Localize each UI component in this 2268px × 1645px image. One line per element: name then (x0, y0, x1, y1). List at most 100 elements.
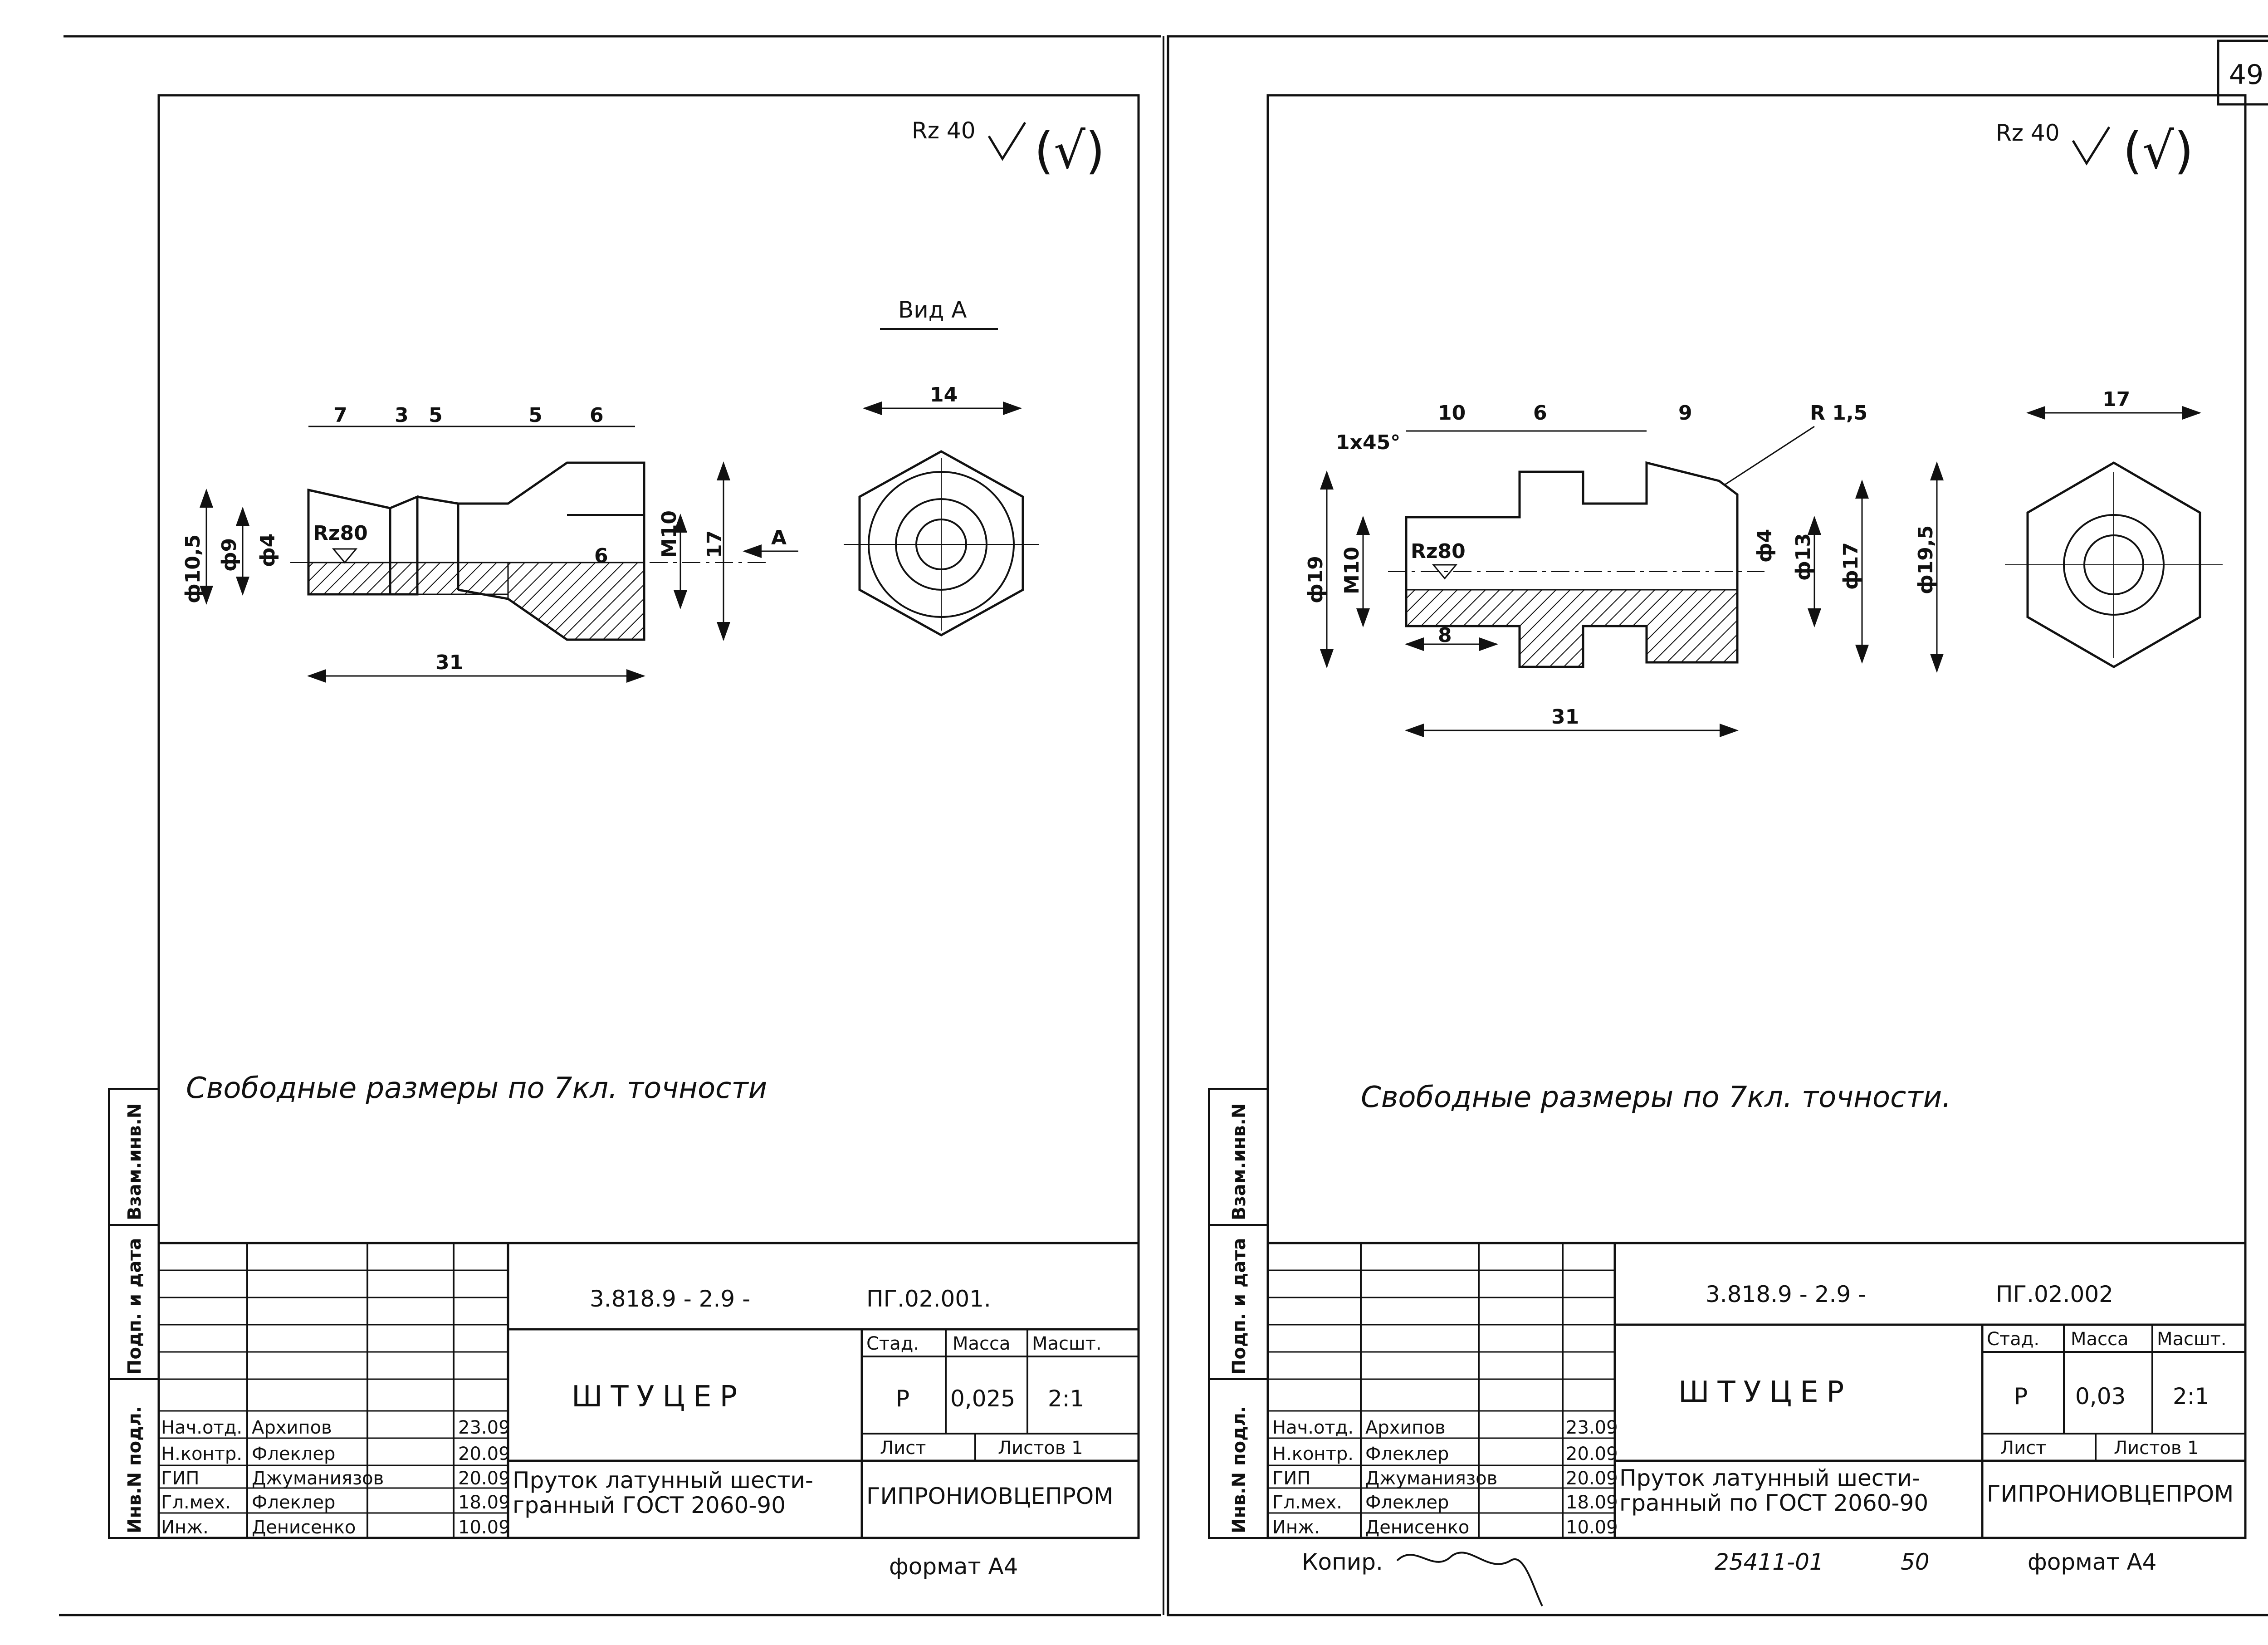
svg-text:Флеклер: Флеклер (252, 1492, 335, 1513)
svg-text:ф9: ф9 (218, 538, 241, 572)
svg-text:8: 8 (1438, 624, 1452, 647)
svg-text:6: 6 (1533, 401, 1547, 425)
svg-text:Подп. и дата: Подп. и дата (1229, 1238, 1250, 1375)
svg-text:20.09: 20.09 (458, 1468, 510, 1489)
svg-text:гранный ГОСТ 2060-90: гранный ГОСТ 2060-90 (513, 1492, 786, 1518)
svg-text:20.09: 20.09 (1566, 1444, 1618, 1464)
svg-text:формат А4: формат А4 (2028, 1549, 2156, 1575)
right-sheet: Инв.N подл. Подп. и дата Взам.инв.N Rz 4… (1208, 94, 2247, 1606)
svg-text:Нач.отд.: Нач.отд. (1272, 1417, 1354, 1438)
svg-text:20.09: 20.09 (458, 1444, 510, 1464)
svg-text:ГИП: ГИП (161, 1468, 199, 1489)
svg-text:2:1: 2:1 (2173, 1383, 2209, 1410)
svg-text:Денисенко: Денисенко (1365, 1517, 1469, 1538)
svg-text:Флеклер: Флеклер (1365, 1444, 1449, 1464)
svg-text:ПГ.02.002: ПГ.02.002 (1996, 1281, 2113, 1307)
view-a-label: Вид А (898, 297, 967, 323)
svg-text:ГИП: ГИП (1272, 1468, 1310, 1489)
svg-text:Масса: Масса (953, 1333, 1011, 1354)
svg-text:M10: M10 (658, 510, 681, 558)
svg-text:Масшт.: Масшт. (1032, 1333, 1102, 1354)
svg-text:ф19,5: ф19,5 (1914, 525, 1937, 594)
svg-text:ПГ.02.001.: ПГ.02.001. (866, 1286, 991, 1312)
svg-text:ГИПРОНИОВЦЕПРОМ: ГИПРОНИОВЦЕПРОМ (866, 1483, 1113, 1509)
svg-text:31: 31 (435, 651, 463, 674)
svg-text:20.09: 20.09 (1566, 1468, 1618, 1489)
left-side-strip: Инв.N подл. Подп. и дата Взам.инв.N (108, 1088, 160, 1539)
side-label-inv: Инв.N подл. (124, 1406, 145, 1533)
right-side-strip: Инв.N подл. Подп. и дата Взам.инв.N (1208, 1088, 1269, 1539)
svg-text:ф19: ф19 (1304, 556, 1327, 603)
svg-text:Листов 1: Листов 1 (998, 1438, 1083, 1459)
side-label-sign: Подп. и дата (124, 1238, 145, 1375)
left-section-hatch (308, 562, 509, 595)
svg-text:Н.контр.: Н.контр. (161, 1444, 242, 1464)
svg-text:Rz80: Rz80 (1411, 540, 1466, 563)
svg-text:18.09: 18.09 (1566, 1492, 1618, 1513)
svg-text:Инв.N подл.: Инв.N подл. (1229, 1406, 1250, 1533)
svg-text:23.09: 23.09 (458, 1417, 510, 1438)
svg-text:Инж.: Инж. (161, 1517, 209, 1538)
svg-text:Р: Р (896, 1386, 909, 1412)
svg-text:Стад.: Стад. (866, 1333, 919, 1354)
svg-text:3.818.9 - 2.9 -: 3.818.9 - 2.9 - (1706, 1281, 1866, 1307)
svg-text:Джуманиязов: Джуманиязов (1365, 1468, 1497, 1489)
svg-text:9: 9 (1678, 401, 1692, 425)
svg-text:Денисенко: Денисенко (252, 1517, 356, 1538)
svg-text:Лист: Лист (2000, 1438, 2046, 1459)
copied-label: Копир. (1302, 1549, 1383, 1575)
side-label-replace: Взам.инв.N (124, 1103, 145, 1220)
left-sheet: Инв.N подл. Подп. и дата Взам.инв.N Rz 4… (108, 94, 1140, 1580)
svg-text:Стад.: Стад. (1987, 1329, 2039, 1350)
left-title-block: 3.818.9 - 2.9 - ПГ.02.001. ШТУЦЕР Стад. … (159, 1242, 1139, 1580)
svg-text:(√): (√) (2123, 122, 2194, 180)
svg-text:0,03: 0,03 (2075, 1383, 2126, 1410)
svg-text:Флеклер: Флеклер (1365, 1492, 1449, 1513)
right-hex-view: 17 (2005, 388, 2223, 668)
svg-text:2:1: 2:1 (1048, 1386, 1084, 1412)
svg-text:Архипов: Архипов (1365, 1417, 1446, 1438)
right-title-block: 3.818.9 - 2.9 - ПГ.02.002 ШТУЦЕР Стад. М… (1268, 1242, 2245, 1575)
svg-text:Масшт.: Масшт. (2157, 1329, 2227, 1350)
svg-text:18.09: 18.09 (458, 1492, 510, 1513)
svg-text:14: 14 (930, 383, 958, 406)
svg-text:Пруток латунный шести-: Пруток латунный шести- (1619, 1465, 1920, 1491)
svg-text:31: 31 (1551, 705, 1579, 729)
right-dimensions: 1x45° 10 6 9 R 1,5 ф19 M10 Rz80 8 ф4 ф13… (1304, 401, 1944, 737)
svg-text:Гл.мех.: Гл.мех. (1272, 1492, 1342, 1513)
roughness-paren: (√) (1034, 122, 1105, 180)
svg-text:Инж.: Инж. (1272, 1517, 1320, 1538)
svg-text:6: 6 (590, 404, 604, 427)
svg-text:Джуманиязов: Джуманиязов (252, 1468, 384, 1489)
svg-text:M10: M10 (1340, 547, 1364, 594)
copier-signature (1396, 1552, 1543, 1606)
svg-text:7: 7 (333, 404, 347, 427)
svg-text:5: 5 (528, 404, 543, 427)
svg-text:Флеклер: Флеклер (252, 1444, 335, 1464)
svg-text:Взам.инв.N: Взам.инв.N (1229, 1103, 1250, 1220)
svg-text:ф13: ф13 (1792, 533, 1815, 581)
sheet-ref: 50 (1901, 1549, 1930, 1575)
roughness-label: Rz 40 (912, 118, 976, 144)
svg-text:ф10,5: ф10,5 (181, 534, 205, 603)
svg-text:Нач.отд.: Нач.отд. (161, 1417, 242, 1438)
svg-text:ГИПРОНИОВЦЕПРОМ: ГИПРОНИОВЦЕПРОМ (1987, 1481, 2234, 1507)
svg-text:ф17: ф17 (1839, 542, 1862, 590)
svg-text:Н.контр.: Н.контр. (1272, 1444, 1354, 1464)
svg-text:3: 3 (395, 404, 409, 427)
right-sheet-outer-frame (1167, 35, 2268, 1616)
svg-text:Масса: Масса (2071, 1329, 2129, 1350)
svg-text:гранный по ГОСТ 2060-90: гранный по ГОСТ 2060-90 (1619, 1490, 1928, 1516)
svg-text:3.818.9 - 2.9 -: 3.818.9 - 2.9 - (590, 1286, 750, 1312)
svg-text:10.09: 10.09 (458, 1517, 510, 1538)
svg-text:формат А4: формат А4 (889, 1553, 1018, 1580)
roughness-check-icon (987, 122, 1026, 161)
svg-text:Листов 1: Листов 1 (2114, 1438, 2199, 1459)
svg-text:10: 10 (1438, 401, 1466, 425)
svg-text:17: 17 (703, 530, 726, 558)
right-note: Свободные размеры по 7кл. точности. (1361, 1081, 1951, 1114)
svg-text:0,025: 0,025 (950, 1386, 1015, 1412)
svg-text:Архипов: Архипов (252, 1417, 332, 1438)
svg-text:17: 17 (2102, 388, 2130, 411)
